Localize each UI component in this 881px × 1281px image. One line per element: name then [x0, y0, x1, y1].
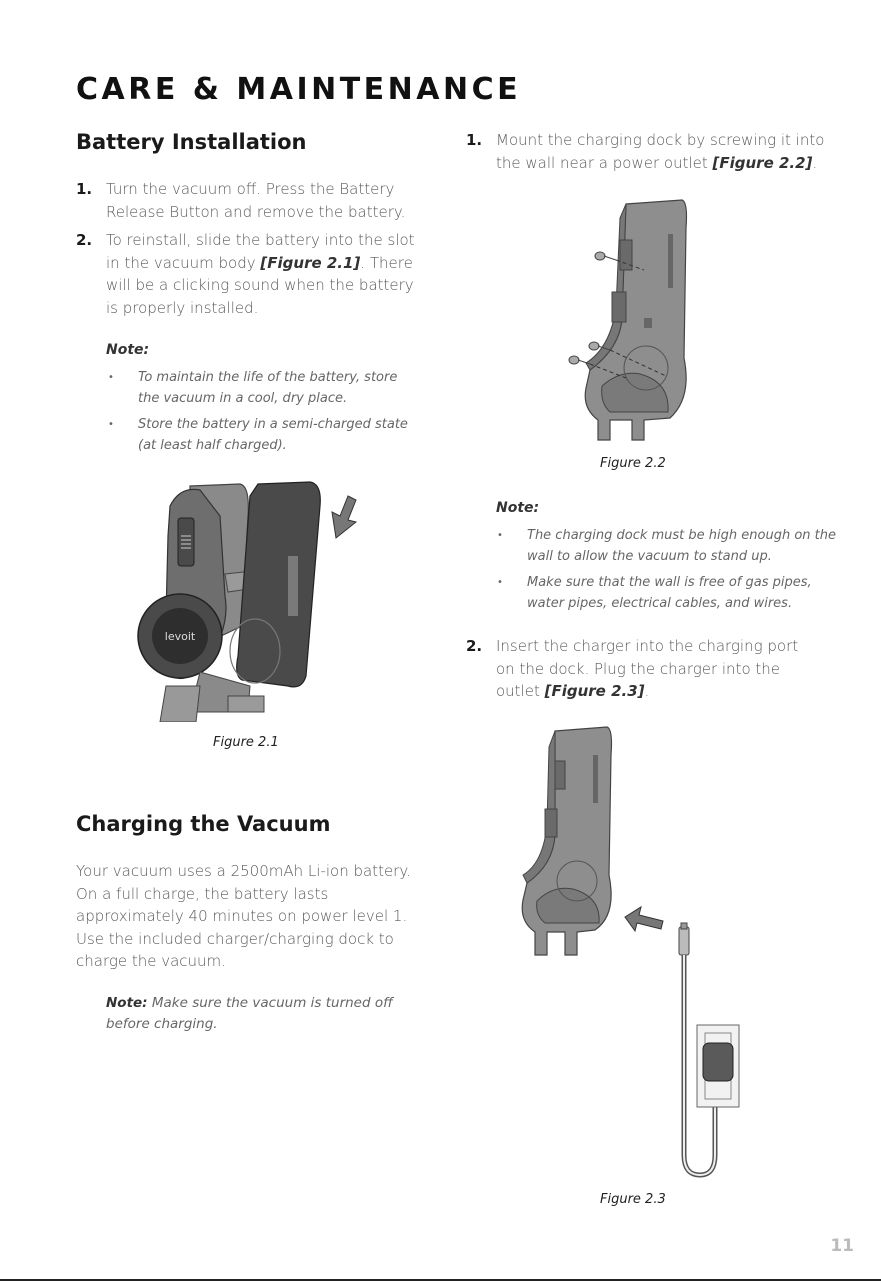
charging-heading: Charging the Vacuum — [76, 812, 331, 836]
battery-note-item: • To maintain the life of the battery, s… — [108, 367, 418, 409]
brand-logo: levoit — [165, 630, 196, 643]
bullet-icon: • — [497, 577, 503, 588]
dock-step-1: 1. Mount the charging dock by screwing i… — [466, 129, 846, 174]
dock-note-item: • The charging dock must be high enough … — [497, 525, 842, 567]
dock-step-2: 2. Insert the charger into the charging … — [466, 635, 811, 703]
figure-reference: [Figure 2.3] — [544, 682, 645, 700]
step-text-cont: . — [644, 682, 650, 700]
bullet-icon: • — [108, 372, 114, 383]
step-number: 1. — [466, 131, 483, 149]
note-text: To maintain the life of the battery, sto… — [138, 370, 398, 406]
note-text: Make sure that the wall is free of gas p… — [527, 575, 812, 611]
charging-note: Note: Make sure the vacuum is turned off… — [106, 993, 416, 1035]
dock-note-item: • Make sure that the wall is free of gas… — [497, 572, 842, 614]
battery-note-item: • Store the battery in a semi-charged st… — [108, 414, 418, 456]
note-text: The charging dock must be high enough on… — [527, 528, 836, 564]
dock-note-title: Note: — [496, 500, 540, 516]
bottom-rule — [0, 1279, 881, 1281]
step-text-cont: . There will be a clicking sound when th… — [106, 253, 414, 317]
step-number: 1. — [76, 180, 93, 198]
charging-paragraph: Your vacuum uses a 2500mAh Li-ion batter… — [76, 862, 411, 970]
bullet-icon: • — [497, 530, 503, 541]
note-text: Store the battery in a semi-charged stat… — [138, 417, 408, 453]
step-text: To reinstall, slide the battery into the… — [106, 231, 415, 272]
figure-2-1-caption: Figure 2.1 — [213, 735, 279, 750]
step-text: Insert the charger into the charging por… — [496, 637, 799, 700]
page-title: CARE & MAINTENANCE — [76, 72, 522, 107]
battery-installation-heading: Battery Installation — [76, 130, 307, 154]
step-text: Mount the charging dock by screwing it i… — [496, 131, 825, 172]
vacuum-battery-illustration: levoit — [137, 481, 358, 722]
figure-reference: [Figure 2.2] — [712, 153, 813, 172]
battery-step-2: 2. To reinstall, slide the battery into … — [76, 229, 421, 319]
figure-reference: [Figure 2.1] — [260, 253, 361, 272]
battery-step-1: 1. Turn the vacuum off. Press the Batter… — [76, 178, 421, 223]
battery-note-title: Note: — [106, 342, 150, 358]
page-number: 11 — [830, 1236, 854, 1256]
charging-note-label: Note: — [106, 995, 148, 1011]
charging-note-text: Make sure the vacuum is turned off befor… — [106, 995, 393, 1032]
dock-mounting-illustration — [568, 199, 688, 441]
step-text-cont: . — [812, 153, 818, 172]
step-number: 2. — [76, 231, 93, 249]
figure-2-2-caption: Figure 2.2 — [600, 456, 666, 471]
bullet-icon: • — [108, 419, 114, 430]
step-text: Turn the vacuum off. Press the Battery R… — [106, 180, 406, 221]
charger-connection-illustration — [521, 726, 740, 1178]
figure-2-3-caption: Figure 2.3 — [600, 1192, 666, 1207]
step-number: 2. — [466, 637, 483, 655]
